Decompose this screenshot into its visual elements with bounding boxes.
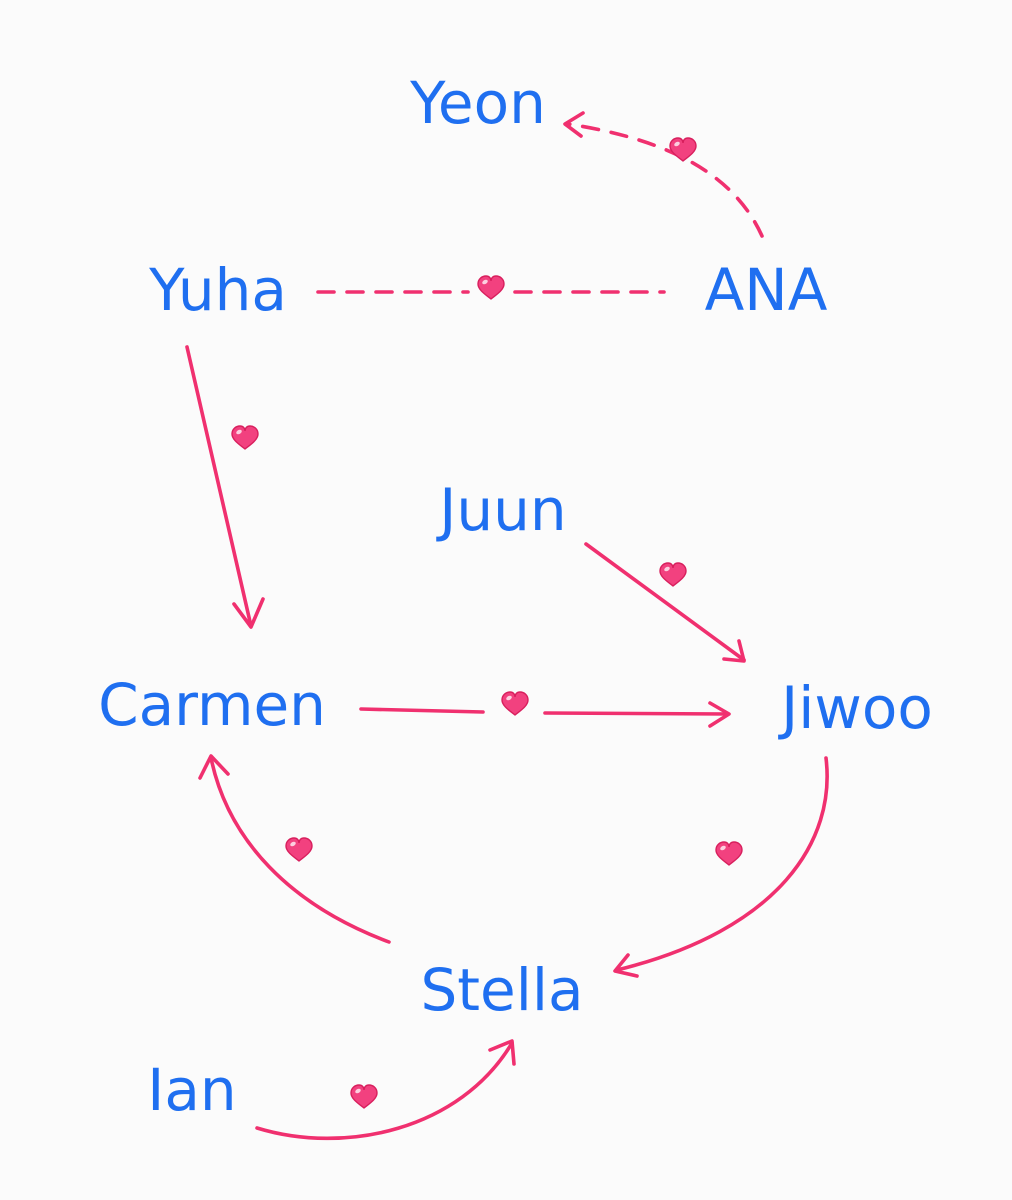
edge-ana-to-yeon — [563, 111, 764, 238]
connector-line — [209, 756, 391, 944]
heart-icon — [715, 841, 743, 866]
arrowhead — [563, 111, 585, 138]
node-label-ian: Ian — [147, 1056, 236, 1124]
connector-line — [255, 1041, 514, 1141]
connector-line — [543, 711, 730, 716]
heart-icon — [669, 137, 697, 162]
edge-carmen-to-jiwoo — [359, 691, 731, 728]
node-label-yuha: Yuha — [148, 256, 287, 324]
heart-icon — [285, 837, 313, 862]
heart-icon — [477, 275, 505, 300]
node-label-yeon: Yeon — [409, 69, 546, 137]
arrowhead — [708, 701, 731, 728]
edge-yuha-ana — [316, 275, 666, 300]
heart-icon — [659, 562, 687, 587]
edge-juun-to-jiwoo — [584, 542, 746, 663]
arrowhead — [198, 754, 230, 780]
connector-line — [584, 542, 746, 662]
node-label-carmen: Carmen — [98, 671, 326, 739]
connector-line — [566, 122, 764, 238]
arrowhead — [232, 597, 265, 629]
heart-icon — [231, 425, 259, 450]
edge-yuha-to-carmen — [185, 345, 265, 629]
heart-icon — [501, 691, 529, 716]
connector-line — [615, 756, 829, 972]
heart-icon — [350, 1084, 378, 1109]
connector-line — [359, 707, 485, 714]
edge-ian-to-stella — [255, 1039, 516, 1141]
arrowhead — [488, 1039, 516, 1066]
node-label-jiwoo: Jiwoo — [778, 674, 933, 742]
arrowhead — [722, 639, 746, 663]
node-label-stella: Stella — [420, 956, 583, 1024]
connector-line — [185, 345, 253, 628]
edge-stella-to-carmen — [198, 754, 391, 944]
arrowhead — [613, 953, 639, 978]
edge-jiwoo-to-stella — [613, 756, 829, 978]
node-label-juun: Juun — [436, 476, 566, 544]
node-label-ana: ANA — [705, 256, 828, 324]
